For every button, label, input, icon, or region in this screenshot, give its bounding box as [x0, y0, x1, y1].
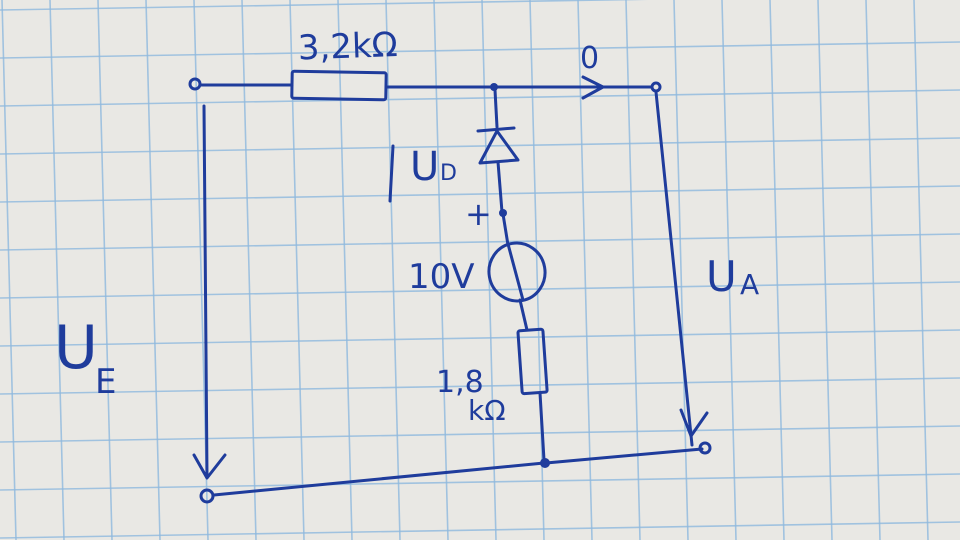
grid-line-horizontal	[0, 233, 960, 251]
branch-diode-to-node	[496, 160, 504, 214]
branch-resistor-to-bottom	[538, 391, 546, 462]
junction-diode-source	[499, 209, 507, 217]
label-i-out: 0	[580, 41, 599, 76]
label-r2-unit: kΩ	[468, 394, 506, 427]
grid-line-vertical	[673, 0, 689, 540]
grid-line-vertical	[241, 0, 257, 540]
grid-line-vertical	[913, 0, 929, 540]
grid-line-horizontal	[0, 41, 960, 59]
output-terminal-bottom	[698, 441, 712, 455]
label-ua-sub: A	[740, 268, 759, 301]
diode	[476, 126, 520, 165]
ud-voltage-bracket	[388, 144, 395, 203]
grid-line-horizontal	[0, 137, 960, 155]
grid-line-vertical	[337, 0, 353, 540]
label-r1: 3,2kΩ	[297, 25, 398, 68]
resistor-r2	[516, 327, 549, 396]
label-plus: +	[465, 195, 492, 233]
grid-line-horizontal	[0, 281, 960, 299]
grid-line-horizontal	[0, 89, 960, 107]
label-r2-value: 1,8	[436, 365, 484, 400]
grid-line-vertical	[145, 0, 161, 540]
grid-line-horizontal	[0, 473, 960, 491]
label-ud-sub: D	[440, 161, 457, 186]
grid-line-vertical	[49, 0, 65, 540]
ue-arrow-shaft	[202, 104, 209, 478]
grid-line-horizontal	[0, 329, 960, 347]
grid-line-horizontal	[0, 521, 960, 539]
grid-line-horizontal	[0, 377, 960, 395]
branch-node-to-source	[501, 212, 510, 247]
junction-top	[490, 83, 498, 91]
bottom-wire-left	[212, 461, 546, 497]
current-arrow-icon	[581, 75, 605, 100]
grid-line-vertical	[385, 0, 401, 540]
output-right-vertical	[654, 90, 694, 447]
grid-line-vertical	[817, 0, 833, 540]
grid-line-vertical	[529, 0, 545, 540]
ua-arrowhead-icon	[679, 408, 709, 438]
grid-line-horizontal	[0, 425, 960, 443]
input-terminal-top	[188, 77, 202, 91]
branch-source-to-resistor	[518, 298, 529, 332]
label-ue: U	[54, 313, 98, 383]
input-terminal-bottom	[199, 488, 215, 504]
output-terminal-top	[650, 81, 662, 93]
diode-triangle	[478, 129, 520, 165]
grid-line-vertical	[721, 0, 737, 540]
grid-line-vertical	[1, 0, 17, 540]
grid-line-vertical	[769, 0, 785, 540]
grid-line-horizontal	[0, 185, 960, 203]
resistor-r1	[290, 69, 388, 102]
grid-line-horizontal	[0, 0, 649, 11]
label-ue-sub: E	[95, 362, 116, 402]
label-source: 10V	[408, 257, 475, 297]
voltage-source-line	[506, 242, 525, 302]
label-ua: U	[706, 252, 737, 301]
grid-line-vertical	[97, 0, 113, 540]
ue-arrowhead-icon	[192, 453, 227, 480]
branch-top-wire	[493, 88, 499, 129]
wires	[198, 83, 704, 497]
grid-line-vertical	[865, 0, 881, 540]
label-ud: U	[410, 144, 439, 190]
junction-bottom	[540, 458, 550, 468]
terminals	[188, 77, 712, 504]
diode-bar	[476, 126, 516, 133]
grid-line-vertical	[577, 0, 593, 540]
grid-line-vertical	[625, 0, 641, 540]
bottom-wire-right	[544, 447, 704, 465]
grid-line-vertical	[433, 0, 449, 540]
